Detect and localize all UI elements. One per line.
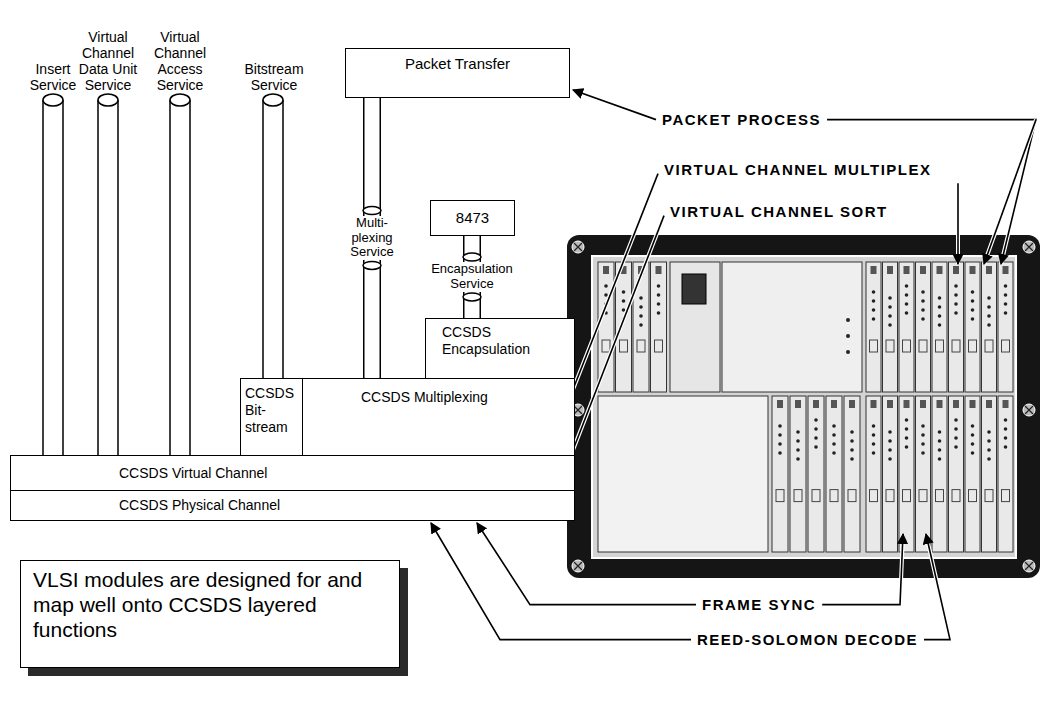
circuit-card xyxy=(808,396,824,552)
note-box: VLSI modules are designed for and map we… xyxy=(20,560,400,668)
leader-line xyxy=(566,216,664,468)
circuit-card xyxy=(965,396,980,552)
pipe-wall xyxy=(169,100,171,456)
layer-band: CCSDS Physical Channel xyxy=(10,490,575,521)
pipe-opening xyxy=(463,253,481,261)
pipe-wall xyxy=(117,100,119,456)
rack-screw xyxy=(1023,560,1035,572)
layer-box: CCSDS Bit-stream xyxy=(240,378,303,456)
circuit-card xyxy=(899,396,914,552)
circuit-card xyxy=(866,396,881,552)
service-pipe xyxy=(98,94,118,456)
pipe-opening xyxy=(43,94,63,106)
pipe-wall xyxy=(189,100,191,456)
rack-screw xyxy=(1023,404,1035,416)
rack-chassis xyxy=(592,256,1016,558)
pipe-wall xyxy=(262,100,264,379)
circuit-card xyxy=(982,396,997,552)
circuit-card xyxy=(916,396,931,552)
layer-box: CCSDS Encapsulation xyxy=(425,318,575,379)
circuit-card xyxy=(932,396,947,552)
circuit-card xyxy=(844,396,860,552)
callout-label: VIRTUAL CHANNEL SORT xyxy=(670,203,888,220)
circuit-card xyxy=(616,262,632,392)
service-pipe xyxy=(263,94,283,379)
rack-cards xyxy=(598,262,1013,552)
protocol-box: 8473 xyxy=(430,200,515,236)
circuit-card xyxy=(949,262,964,392)
service-label: Insert Service xyxy=(18,61,88,93)
circuit-card xyxy=(883,262,898,392)
node-text: CCSDS Encapsulation xyxy=(442,324,566,358)
leader-line xyxy=(958,183,959,264)
layer-box: CCSDS Multiplexing xyxy=(302,378,575,456)
panel-led xyxy=(846,350,850,354)
node-text: CCSDS Multiplexing xyxy=(361,389,566,406)
circuit-card xyxy=(790,396,806,552)
circuit-card xyxy=(826,396,842,552)
pipe-wall xyxy=(97,100,99,456)
panel-led xyxy=(846,318,850,322)
drive-panel xyxy=(670,262,720,392)
circuit-card xyxy=(965,262,980,392)
rack-screw xyxy=(572,241,584,253)
service-label: Multi-plexing Service xyxy=(342,216,402,261)
pipe-wall xyxy=(62,100,64,456)
callout-label: VIRTUAL CHANNEL MULTIPLEX xyxy=(664,161,932,178)
callout-label: PACKET PROCESS xyxy=(662,111,821,128)
circuit-card xyxy=(949,396,964,552)
callout-label: REED-SOLOMON DECODE xyxy=(697,631,918,648)
pipe-opening xyxy=(170,94,190,106)
service-pipe xyxy=(43,94,63,456)
layer-band: CCSDS Virtual Channel xyxy=(10,455,575,491)
circuit-card xyxy=(899,262,914,392)
blank-panel xyxy=(598,396,768,552)
leader-line xyxy=(431,523,691,640)
pipe-wall xyxy=(282,100,284,379)
node-text: CCSDS Virtual Channel xyxy=(119,465,566,482)
service-label: Encapsulation Service xyxy=(420,262,524,292)
node-text: VLSI modules are designed for and map we… xyxy=(33,567,387,643)
service-label: Bitstream Service xyxy=(240,61,308,93)
service-label: Virtual Channel Access Service xyxy=(148,29,212,93)
circuit-card xyxy=(883,396,898,552)
pipe-wall xyxy=(42,100,44,456)
circuit-card xyxy=(772,396,788,552)
callout-label: FRAME SYNC xyxy=(702,596,816,613)
pipe-opening xyxy=(363,261,381,269)
circuit-card xyxy=(598,262,614,392)
service-pipe xyxy=(170,94,190,456)
leader-line xyxy=(477,523,696,605)
drive-slot xyxy=(682,274,706,304)
leader-line xyxy=(822,534,903,605)
circuit-card xyxy=(998,262,1013,392)
circuit-card xyxy=(982,262,997,392)
blank-panel xyxy=(722,262,862,392)
leader-line xyxy=(984,120,1036,264)
leader-line xyxy=(573,90,656,120)
circuit-card xyxy=(651,262,667,392)
pipe-opening xyxy=(98,94,118,106)
pipe-opening xyxy=(363,207,381,215)
circuit-card xyxy=(932,262,947,392)
leader-line xyxy=(924,534,950,640)
node-text: CCSDS Physical Channel xyxy=(119,497,566,514)
circuit-card xyxy=(866,262,881,392)
pipe-opening xyxy=(263,94,283,106)
node-text: Packet Transfer xyxy=(354,55,561,73)
panel-led xyxy=(846,334,850,338)
rack-screw xyxy=(1023,241,1035,253)
node-text: CCSDS Bit-stream xyxy=(245,385,299,435)
rack-screw xyxy=(572,560,584,572)
circuit-card xyxy=(998,396,1013,552)
pipe-opening xyxy=(463,293,481,301)
service-label: Virtual Channel Data Unit Service xyxy=(76,29,140,93)
circuit-card xyxy=(633,262,649,392)
circuit-card xyxy=(916,262,931,392)
leader-line xyxy=(827,120,1036,264)
process-box: Packet Transfer xyxy=(345,48,570,98)
node-text: 8473 xyxy=(437,209,508,227)
